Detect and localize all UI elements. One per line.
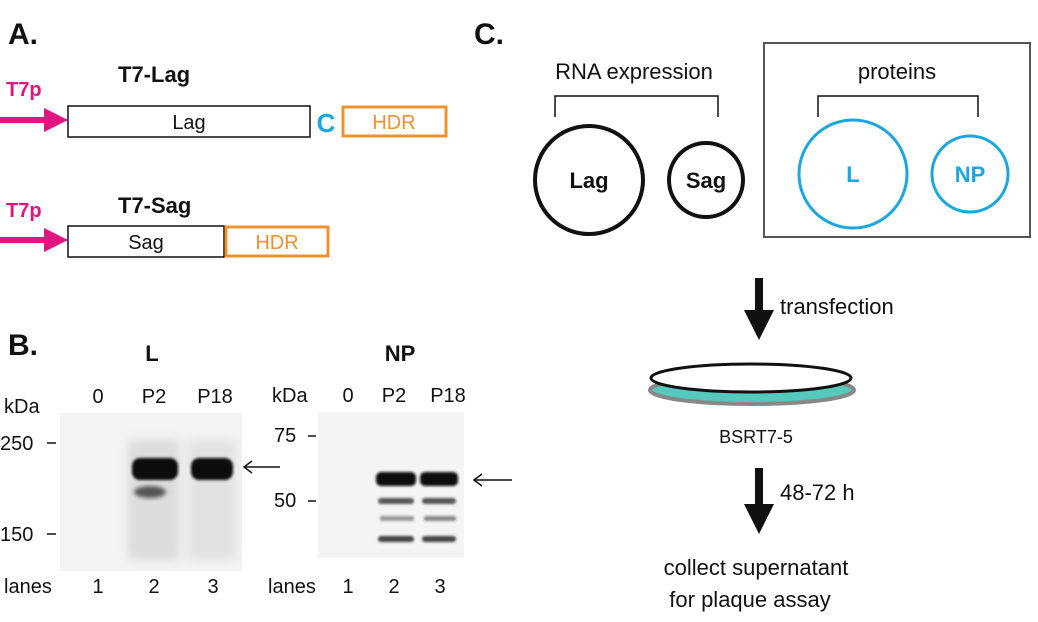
promoter-arrow-2	[0, 228, 68, 252]
blot-l-lane-num-3: 3	[207, 576, 218, 598]
panel-b-label: B.	[8, 329, 38, 362]
lag-segment-label: Lag	[172, 112, 205, 134]
blot-l-band-lane3	[191, 458, 233, 480]
rna-circle-sag	[667, 141, 745, 219]
protein-circle-np	[930, 134, 1010, 214]
transfection-arrow	[744, 278, 774, 340]
rna-sag-label: Sag	[686, 168, 726, 193]
blot-np-lane-num-1: 1	[342, 576, 353, 598]
blot-np-kda: kDa	[272, 385, 308, 407]
blot-np-bands-lane2	[376, 472, 416, 542]
blot-l-lane-p2: P2	[142, 386, 166, 408]
blot-l-lane-num-2: 2	[148, 576, 159, 598]
blot-l-marker-250: 250	[0, 433, 33, 455]
rna-lag-label: Lag	[569, 168, 608, 193]
blot-l-band-lane2	[132, 458, 178, 498]
blot-l-lane-p18: P18	[197, 386, 233, 408]
blot-l-kda: kDa	[4, 396, 40, 418]
blot-np-lane-p18: P18	[430, 385, 466, 407]
blot-np: NP kDa 0 P2 P18 75 50	[268, 341, 512, 598]
cap-label: C	[317, 108, 336, 138]
hdr-label-2: HDR	[255, 232, 298, 254]
lag-segment-box	[67, 105, 311, 138]
proteins-box	[763, 42, 1031, 238]
blot-l-lane-0: 0	[92, 386, 103, 408]
blot-l-marker-150: 150	[0, 524, 33, 546]
blot-np-marker-50: 50	[274, 490, 296, 512]
blot-np-lane-0: 0	[342, 385, 353, 407]
sag-segment-box	[67, 225, 225, 258]
blot-np-marker-75: 75	[274, 425, 296, 447]
panel-c-label: C.	[474, 18, 504, 51]
blot-np-arrow	[472, 473, 512, 487]
rna-circle-lag	[533, 124, 645, 236]
rna-expression-label: RNA expression	[555, 59, 713, 84]
dish-cell-label: BSRT7-5	[719, 427, 793, 447]
protein-circle-l	[797, 118, 909, 230]
panel-c: C. RNA expression Lag Sag proteins L NP …	[474, 18, 1031, 612]
blot-l-title: L	[145, 341, 158, 366]
hdr-label-1: HDR	[372, 112, 415, 134]
result-line-1: collect supernatant	[664, 555, 849, 580]
blot-np-lane-num-2: 2	[388, 576, 399, 598]
blot-np-title: NP	[385, 341, 416, 366]
blot-np-lane-p2: P2	[382, 385, 406, 407]
sag-segment-label: Sag	[128, 232, 164, 254]
construct-title-lag: T7-Lag	[118, 62, 190, 87]
cell-culture-dish	[648, 362, 856, 406]
t7p-label-2: T7p	[6, 200, 42, 222]
panel-a-label: A.	[8, 18, 38, 51]
result-line-2: for plaque assay	[669, 587, 830, 612]
construct-title-sag: T7-Sag	[118, 193, 191, 218]
incubation-arrow	[744, 468, 774, 534]
blot-np-bands-lane3	[420, 472, 458, 542]
incubation-label: 48-72 h	[780, 480, 855, 505]
construct-t7-sag: T7p T7-Sag Sag HDR	[0, 193, 330, 258]
hdr-box-1	[341, 105, 448, 138]
protein-np-label: NP	[955, 162, 986, 187]
construct-t7-lag: T7p T7-Lag Lag C HDR	[0, 62, 448, 138]
blot-l-lane-num-1: 1	[92, 576, 103, 598]
promoter-arrow-1	[0, 108, 68, 132]
blot-np-lanes-label: lanes	[268, 576, 316, 598]
hdr-box-2	[224, 225, 330, 258]
proteins-bracket	[817, 95, 979, 117]
blot-np-lane-num-3: 3	[434, 576, 445, 598]
blot-l-lanes-label: lanes	[4, 576, 52, 598]
protein-l-label: L	[846, 162, 859, 187]
panel-a: A. T7p T7-Lag Lag C HDR T7p T7-Sag Sag	[0, 18, 448, 258]
blot-l-arrow	[242, 460, 280, 474]
proteins-label: proteins	[858, 59, 936, 84]
t7p-label-1: T7p	[6, 79, 42, 101]
blot-l: L kDa 0 P2 P18 250 150 lanes	[0, 341, 280, 598]
rna-bracket	[554, 95, 719, 117]
panel-b: B. L kDa 0 P2 P18 250 150	[0, 329, 512, 598]
transfection-label: transfection	[780, 294, 894, 319]
